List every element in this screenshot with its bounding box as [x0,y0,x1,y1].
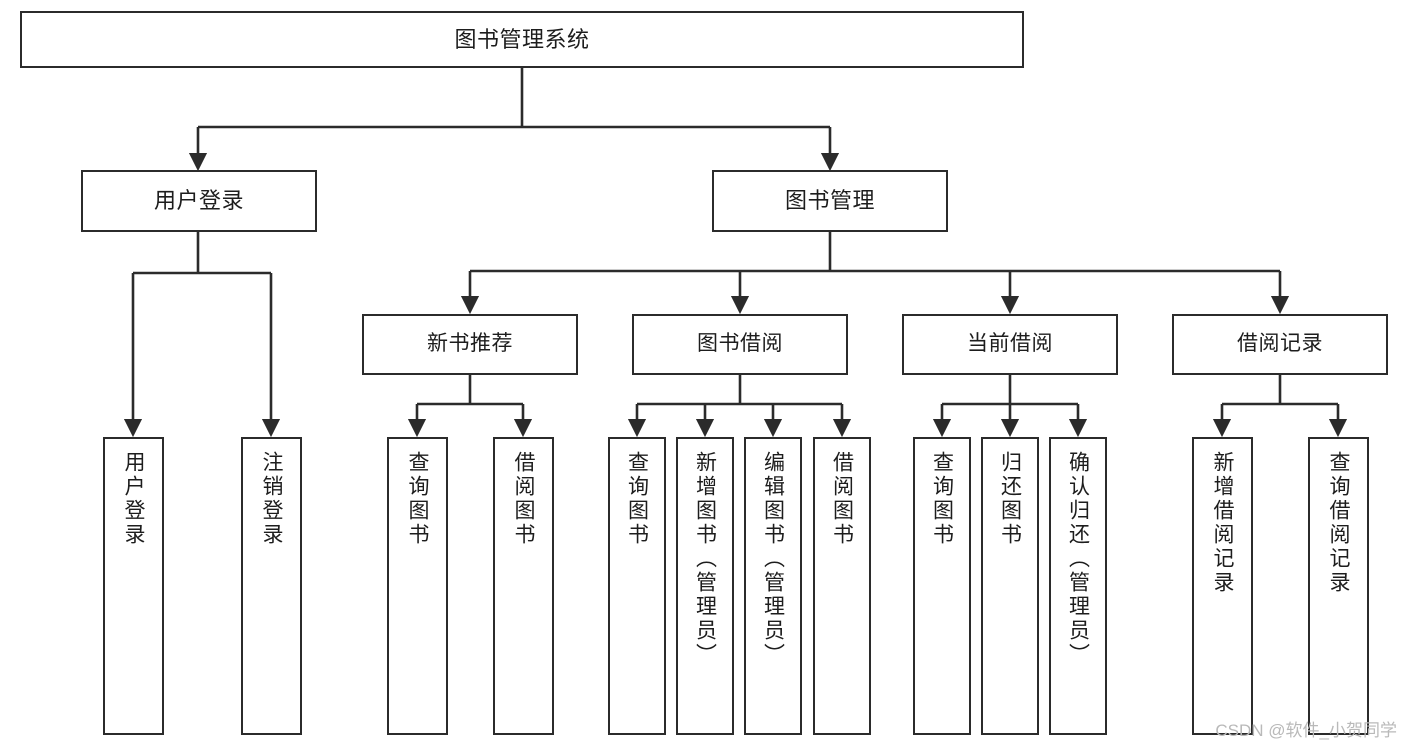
node-root-label: 图书管理系统 [454,26,590,52]
node-leaf-query-book-1[interactable]: 查询图书 [387,437,448,735]
node-new-book-recommend-label: 新书推荐 [427,332,513,356]
node-leaf-edit-book[interactable]: 编辑图书（管理员） [744,437,802,735]
node-leaf-confirm-return[interactable]: 确认归还（管理员） [1049,437,1107,735]
node-user-login[interactable]: 用户登录 [81,170,317,232]
node-current-borrow-label: 当前借阅 [967,332,1053,356]
node-borrow-record[interactable]: 借阅记录 [1172,314,1388,375]
node-leaf-borrow-book-2[interactable]: 借阅图书 [813,437,871,735]
node-leaf-query-record[interactable]: 查询借阅记录 [1308,437,1369,735]
node-leaf-query-record-label: 查询借阅记录 [1327,451,1350,595]
node-borrow-record-label: 借阅记录 [1237,332,1323,356]
node-leaf-user-login[interactable]: 用户登录 [103,437,164,735]
node-book-management-label: 图书管理 [784,188,875,214]
node-leaf-logout-login[interactable]: 注销登录 [241,437,302,735]
node-leaf-return-book-label: 归还图书 [998,451,1022,547]
node-leaf-user-login-label: 用户登录 [122,451,145,547]
node-leaf-query-book-1-label: 查询图书 [406,451,429,547]
node-leaf-query-book-3[interactable]: 查询图书 [913,437,971,735]
node-root[interactable]: 图书管理系统 [20,11,1024,68]
node-leaf-edit-book-label: 编辑图书（管理员） [761,451,785,667]
node-leaf-borrow-book-1-label: 借阅图书 [512,451,535,547]
node-leaf-add-record-label: 新增借阅记录 [1211,451,1234,595]
node-leaf-query-book-2-label: 查询图书 [625,451,649,547]
node-leaf-return-book[interactable]: 归还图书 [981,437,1039,735]
node-book-borrow[interactable]: 图书借阅 [632,314,848,375]
node-leaf-query-book-2[interactable]: 查询图书 [608,437,666,735]
node-book-management[interactable]: 图书管理 [712,170,948,232]
node-leaf-borrow-book-1[interactable]: 借阅图书 [493,437,554,735]
node-leaf-borrow-book-2-label: 借阅图书 [830,451,854,547]
node-current-borrow[interactable]: 当前借阅 [902,314,1118,375]
node-leaf-confirm-return-label: 确认归还（管理员） [1066,451,1090,667]
node-new-book-recommend[interactable]: 新书推荐 [362,314,578,375]
node-user-login-label: 用户登录 [153,188,244,214]
node-leaf-logout-login-label: 注销登录 [260,451,283,547]
node-leaf-add-book-label: 新增图书（管理员） [693,451,717,667]
node-leaf-add-book[interactable]: 新增图书（管理员） [676,437,734,735]
node-leaf-query-book-3-label: 查询图书 [930,451,954,547]
csdn-watermark: CSDN @软件_小贺同学 [1215,721,1397,740]
node-book-borrow-label: 图书借阅 [697,332,783,356]
node-leaf-add-record[interactable]: 新增借阅记录 [1192,437,1253,735]
